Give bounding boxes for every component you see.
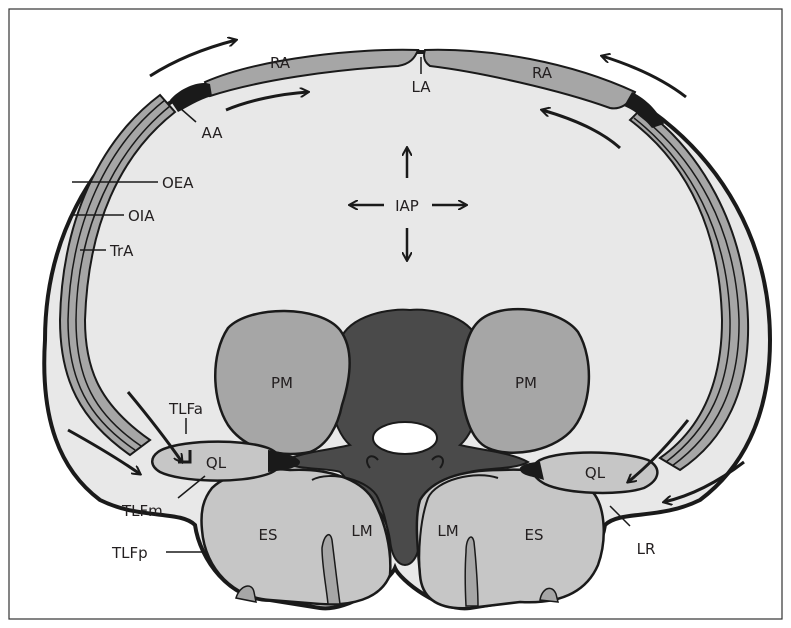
label-ql-left: QL [206, 454, 227, 472]
spinal-canal [373, 422, 437, 454]
label-lr: LR [637, 540, 656, 558]
label-lm-right: LM [437, 522, 458, 540]
label-oia: OIA [128, 207, 155, 225]
label-ra-left: RA [270, 54, 291, 72]
label-ql-right: QL [585, 464, 606, 482]
label-ra-right: RA [532, 64, 553, 82]
label-es-right: ES [525, 526, 544, 544]
label-la: LA [412, 78, 432, 96]
label-lm-left: LM [351, 522, 372, 540]
label-tra: TrA [109, 242, 134, 260]
label-es-left: ES [259, 526, 278, 544]
label-pm-right: PM [515, 374, 537, 392]
label-iap: IAP [395, 197, 419, 215]
label-oea: OEA [162, 174, 194, 192]
label-aa: AA [202, 124, 224, 142]
label-tlfp: TLFp [111, 544, 148, 562]
label-pm-left: PM [271, 374, 293, 392]
label-tlfa: TLFa [168, 400, 203, 418]
label-tlfm: TLFm [121, 502, 163, 520]
